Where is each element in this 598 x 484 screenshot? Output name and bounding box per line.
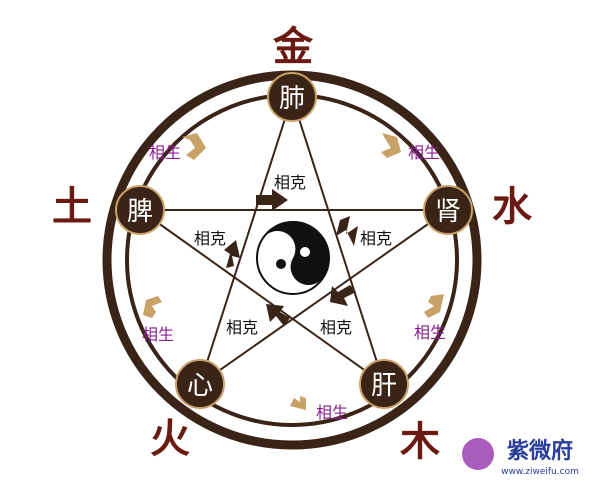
star-line-liver-spleen	[139, 209, 385, 385]
node-spleen	[115, 185, 165, 235]
restrain-arrow-left-lower	[266, 304, 290, 326]
element-water-label: 水	[492, 183, 533, 230]
star-lines	[139, 96, 449, 385]
generate-arrow-upper-left	[182, 133, 206, 160]
element-metal-label: 金	[272, 23, 314, 70]
organ-kidney-label: 肾	[435, 197, 461, 227]
watermark-logo-icon	[462, 438, 494, 470]
organ-heart-label: 心	[187, 371, 213, 401]
node-kidney	[423, 185, 473, 235]
star-line-lung-liver	[291, 96, 385, 385]
restrain-arrow-top	[256, 189, 288, 211]
restrain-label: 相克	[360, 229, 392, 248]
element-earth-label: 土	[52, 183, 92, 230]
generate-label: 相生	[142, 325, 174, 344]
restrain-arrow-left-upper	[224, 240, 240, 268]
star-line-heart-lung	[199, 96, 293, 385]
watermark-title: 紫微府	[507, 438, 573, 464]
node-heart	[175, 359, 225, 409]
restrain-label: 相克	[194, 229, 226, 248]
generate-label: 相生	[149, 143, 181, 162]
generate-label: 相生	[408, 143, 440, 162]
restrain-arrow-right-lower	[330, 285, 356, 306]
star-line-kidney-heart	[199, 209, 449, 385]
restrain-label: 相克	[274, 173, 306, 192]
generate-label: 相生	[316, 403, 348, 422]
element-wood-label: 木	[400, 418, 440, 465]
watermark-subtitle: www.ziweifu.com	[501, 467, 579, 477]
restrain-arrows	[224, 189, 358, 326]
restrain-label: 相克	[320, 318, 352, 337]
generate-arrow-upper-right	[381, 133, 401, 158]
element-fire-label: 火	[150, 415, 190, 462]
generate-label: 相生	[414, 323, 446, 342]
restrain-label: 相克	[226, 318, 258, 337]
node-liver	[359, 359, 409, 409]
generate-arrows	[143, 133, 444, 410]
organ-liver-label: 肝	[371, 371, 397, 401]
generate-arrow-right	[424, 294, 444, 318]
node-lung	[267, 72, 317, 122]
organ-spleen-label: 脾	[127, 197, 153, 227]
restrain-arrow-right-upper	[336, 216, 358, 246]
watermark: 紫微府 www.ziweifu.com	[462, 438, 579, 477]
organ-lung-label: 肺	[279, 84, 305, 114]
yin-yang-icon	[256, 221, 330, 295]
generate-arrow-left	[143, 296, 162, 318]
generate-arrow-bottom	[290, 396, 306, 410]
organ-nodes	[115, 72, 473, 409]
